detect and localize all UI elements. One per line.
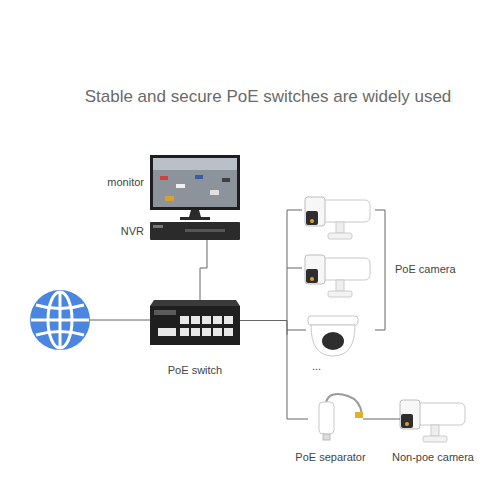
port xyxy=(191,316,200,324)
camera-tick xyxy=(287,210,302,211)
monitor-base xyxy=(180,217,210,220)
device-label: PoE separator xyxy=(278,451,383,464)
device-label: monitor xyxy=(88,176,144,189)
bullet-camera xyxy=(305,197,370,239)
nvr-box xyxy=(150,222,240,240)
globe-latitudes xyxy=(36,305,84,335)
port xyxy=(180,316,189,324)
monitor-frame xyxy=(150,155,240,210)
device-node: PoE separator xyxy=(308,398,363,440)
port xyxy=(224,316,233,324)
camera-tick xyxy=(287,330,306,331)
switch-label xyxy=(154,310,176,315)
screen-car xyxy=(222,178,230,182)
cable-connector xyxy=(240,321,308,420)
device-node: monitor xyxy=(150,155,240,210)
port xyxy=(202,316,211,324)
screen-car xyxy=(195,175,203,179)
monitor-stand xyxy=(189,210,201,217)
switch-ports xyxy=(158,316,233,336)
group-label: ... xyxy=(312,360,342,373)
screen-car xyxy=(160,176,168,180)
monitor-image xyxy=(150,155,240,220)
nvr-image xyxy=(150,222,240,240)
port xyxy=(167,328,176,336)
port xyxy=(202,328,211,336)
cable-connector xyxy=(363,419,400,420)
dome-camera xyxy=(308,316,358,356)
screen-sky xyxy=(153,158,237,170)
screen-car xyxy=(210,190,219,195)
diagram-title: Stable and secure PoE switches are widel… xyxy=(0,87,500,107)
port xyxy=(213,328,222,336)
group-label: PoE camera xyxy=(395,263,475,276)
switch-front xyxy=(150,306,240,345)
monitor-screen xyxy=(153,158,237,207)
dome-lens xyxy=(322,332,344,350)
device-label: Non-poe camera xyxy=(373,451,493,464)
device-label: NVR xyxy=(88,225,144,238)
port xyxy=(158,328,167,336)
camera-tick xyxy=(287,268,302,269)
camera-bus xyxy=(287,210,288,323)
group-bracket xyxy=(375,210,385,330)
cable-connector xyxy=(200,240,207,300)
separator-plug xyxy=(323,434,330,440)
screen-car xyxy=(165,196,174,201)
uplink-wire xyxy=(90,320,150,321)
device-node: Non-poe camera xyxy=(400,398,466,450)
port xyxy=(213,316,222,324)
bullet-camera xyxy=(400,400,465,442)
globe-equator xyxy=(31,319,89,322)
nvr-badge xyxy=(153,225,163,228)
device-label: PoE switch xyxy=(135,364,255,377)
device-node: PoE switch xyxy=(150,300,240,345)
globe-disc xyxy=(30,290,90,350)
separator-plug xyxy=(355,412,363,418)
nvr-panel xyxy=(185,229,225,232)
bullet-camera xyxy=(305,255,370,297)
device-node: NVR xyxy=(150,222,240,240)
port xyxy=(180,328,189,336)
dome-base xyxy=(308,316,358,325)
dome-shell xyxy=(311,325,355,356)
port xyxy=(224,328,233,336)
port xyxy=(191,328,200,336)
switch-top xyxy=(150,300,240,306)
switch-image xyxy=(150,300,240,345)
screen-car xyxy=(176,184,185,188)
internet-globe xyxy=(30,290,90,350)
separator-image xyxy=(319,394,363,440)
separator-box xyxy=(319,402,334,434)
